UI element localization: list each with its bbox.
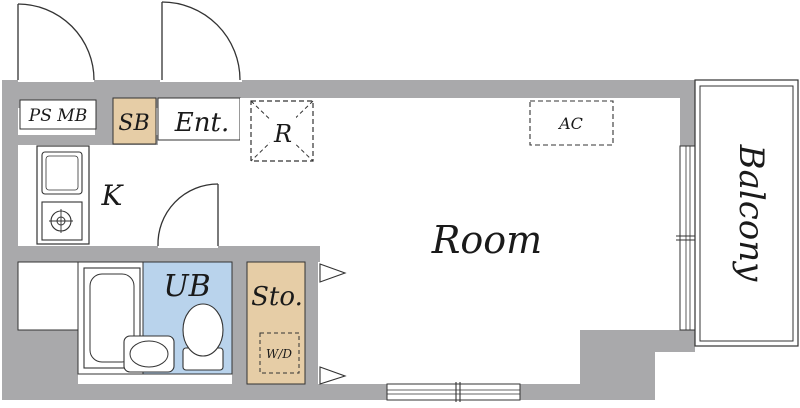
- entrance-label: Ent.: [174, 108, 229, 138]
- washer-label: W/D: [266, 347, 292, 361]
- kitchen: K: [18, 145, 240, 246]
- sink-icon: [41, 151, 83, 195]
- shoe-box: SB: [112, 97, 157, 145]
- storage-doors: [318, 262, 347, 385]
- entrance: Ent.: [157, 97, 241, 141]
- air-conditioner-label: AC: [557, 114, 583, 133]
- room-label: Room: [431, 218, 542, 262]
- refrigerator-label: R: [273, 120, 292, 148]
- entrance-doors: [17, 1, 242, 82]
- toilet-icon: [182, 303, 224, 371]
- linen-cabinet: [17, 261, 79, 331]
- washer-space: [259, 332, 300, 374]
- room: Room: [240, 98, 680, 384]
- refrigerator-space: R: [250, 100, 314, 162]
- storage-label: Sto.: [251, 282, 303, 312]
- balcony: Balcony: [694, 79, 799, 347]
- balcony-label: Balcony: [731, 144, 771, 283]
- ps-mb-cabinet: PS MB: [19, 99, 97, 130]
- exterior-walls: [2, 80, 695, 400]
- bath-door: [157, 183, 219, 248]
- bottom-window: [386, 382, 521, 402]
- ps-mb-label: PS MB: [28, 106, 87, 126]
- stove-icon: [41, 201, 83, 241]
- unit-bath: UB: [77, 261, 233, 384]
- storage: Sto. W/D: [246, 261, 306, 385]
- washbasin-icon: [123, 335, 175, 373]
- shoe-box-label: SB: [118, 111, 149, 136]
- air-conditioner: AC: [529, 100, 614, 146]
- kitchen-label: K: [101, 179, 125, 212]
- unit-bath-label: UB: [163, 269, 210, 304]
